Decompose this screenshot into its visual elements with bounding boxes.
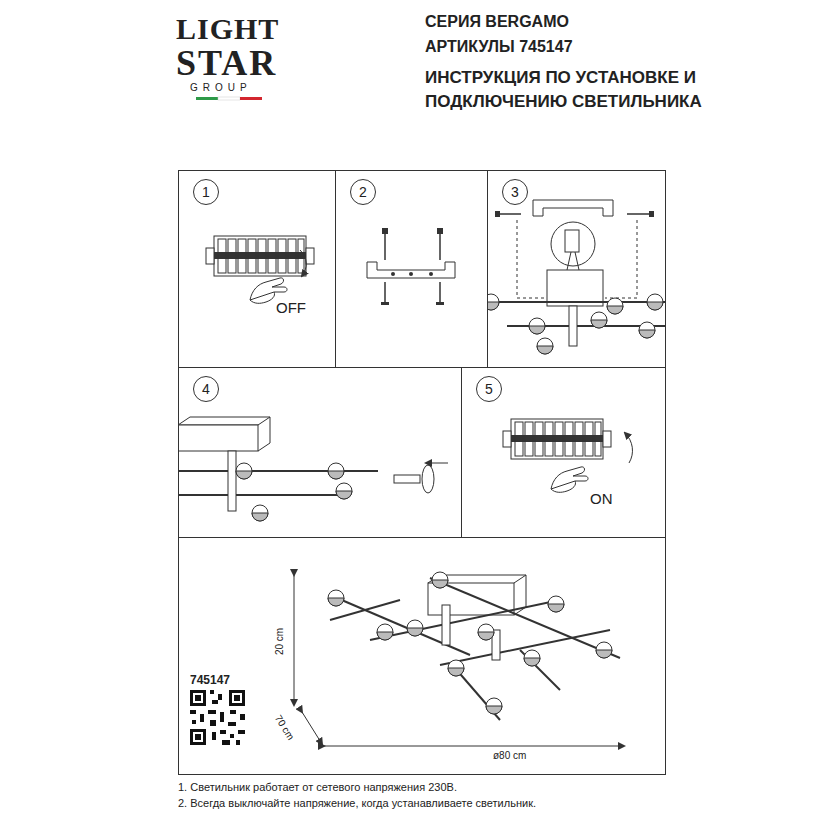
dimension-panel: 745147 20 cm 70 cm ø80 cm xyxy=(178,537,666,775)
callout-number: 3 xyxy=(502,179,528,205)
switch-state: OFF xyxy=(274,299,308,316)
step-panel: 4 xyxy=(178,367,462,538)
article-header: АРТИКУЛЫ 745147 xyxy=(425,38,573,56)
step-panel: 2 xyxy=(335,170,488,368)
series-name: СЕРИЯ BERGAMO xyxy=(425,13,569,31)
dimension-label: 70 cm xyxy=(273,713,297,742)
callout-number: 4 xyxy=(193,376,219,402)
step-panel: 5ON xyxy=(461,367,666,538)
callout-number: 2 xyxy=(350,179,376,205)
sheet-title: ИНСТРУКЦИЯ ПО УСТАНОВКЕ И ПОДКЛЮЧЕНИЮ СВ… xyxy=(425,66,755,114)
step-panel: 3 xyxy=(487,170,666,368)
dimension-label: 20 cm xyxy=(274,627,285,654)
logo-text: STAR xyxy=(176,42,277,84)
dimension-label: ø80 cm xyxy=(491,750,528,761)
article-number: 745147 xyxy=(190,673,230,687)
note-text: 2. Всегда выключайте напряжение, когда у… xyxy=(178,797,536,809)
step-panel: 1OFF xyxy=(178,170,336,368)
switch-state: ON xyxy=(588,490,615,507)
logo-text: GROUP xyxy=(190,82,252,93)
logo-text: LIGHT xyxy=(176,12,279,46)
callout-number: 5 xyxy=(476,376,502,402)
note-text: 1. Светильник работает от сетевого напря… xyxy=(178,781,457,793)
callout-number: 1 xyxy=(193,179,219,205)
